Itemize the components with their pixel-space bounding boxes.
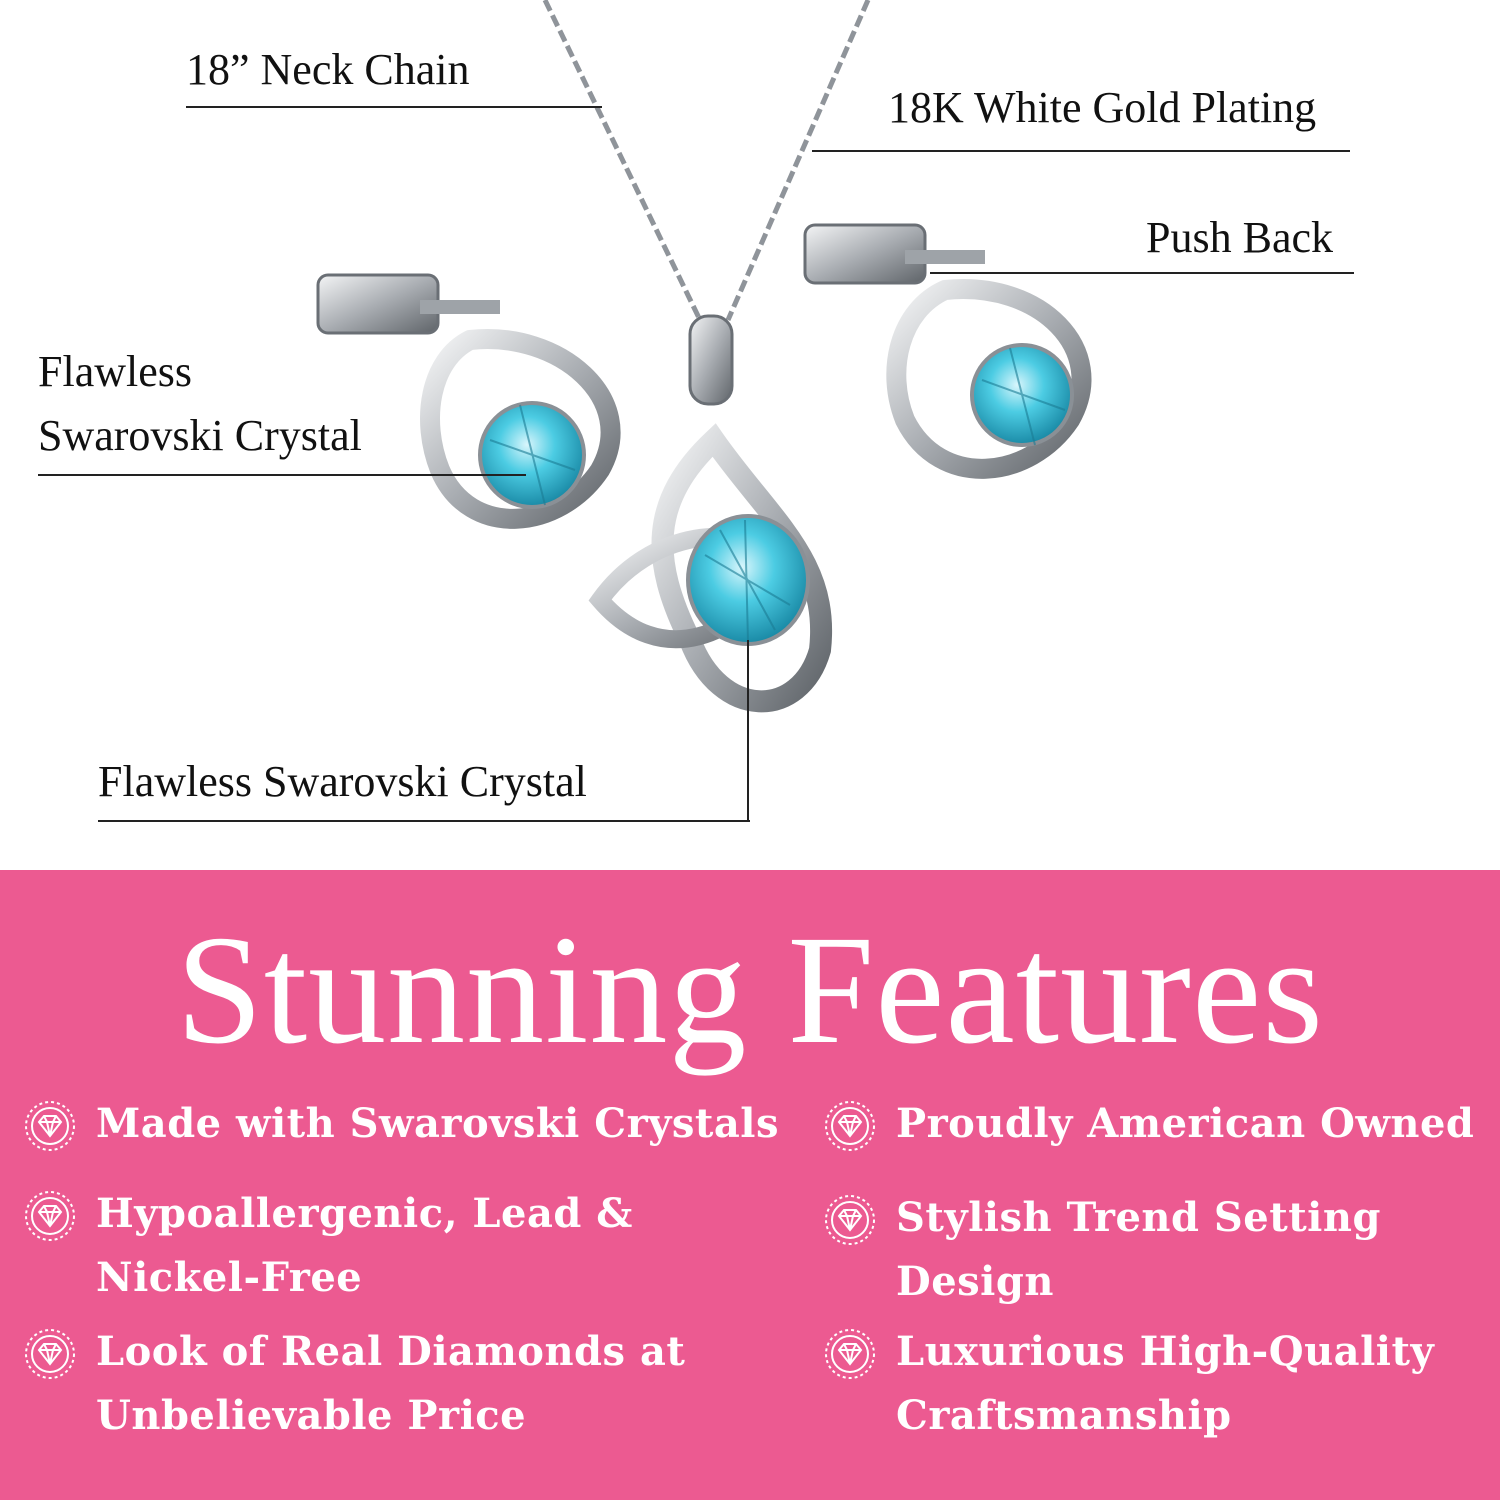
callout-pendant-crystal: Flawless Swarovski Crystal: [98, 757, 587, 806]
right-earring: [803, 223, 1092, 479]
callout-earring-crystal-line1: Flawless: [38, 347, 192, 396]
diamond-badge-icon: [25, 1191, 75, 1241]
features-title: Stunning Features: [176, 903, 1324, 1076]
leader-line: [812, 150, 1350, 152]
jewelry-set-image: [316, 0, 1092, 822]
diamond-badge-icon: [825, 1195, 875, 1245]
feature-line: Nickel-Free: [96, 1254, 363, 1301]
feature-line: Luxurious High-Quality: [896, 1328, 1435, 1375]
product-photo-area: 18” Neck Chain 18K White Gold Plating Pu…: [38, 0, 1354, 822]
feature-item: Look of Real Diamonds at Unbelievable Pr…: [25, 1320, 686, 1448]
left-earring: [316, 273, 621, 529]
diamond-badge-icon: [825, 1101, 875, 1151]
pendant: [588, 314, 833, 713]
callout-push-back: Push Back: [1146, 213, 1333, 262]
feature-item: Proudly American Owned: [825, 1092, 1475, 1156]
feature-line: Proudly American Owned: [896, 1100, 1475, 1147]
feature-item: Stylish Trend Setting Design: [825, 1186, 1381, 1314]
feature-item: Made with Swarovski Crystals: [25, 1092, 780, 1156]
feature-line: Design: [896, 1258, 1054, 1305]
feature-line: Unbelievable Price: [96, 1392, 527, 1439]
leader-line: [38, 474, 526, 476]
feature-line: Hypoallergenic, Lead &: [96, 1190, 633, 1237]
leader-line: [186, 106, 602, 108]
callout-plating: 18K White Gold Plating: [888, 83, 1317, 132]
feature-line: Made with Swarovski Crystals: [96, 1100, 780, 1147]
leader-line: [930, 272, 1354, 274]
diamond-badge-icon: [825, 1329, 875, 1379]
features-band: Stunning Features Made with Swarovski Cr…: [0, 870, 1500, 1500]
diamond-badge-icon: [25, 1329, 75, 1379]
feature-item: Hypoallergenic, Lead & Nickel-Free: [25, 1182, 633, 1310]
callout-neck-chain: 18” Neck Chain: [186, 45, 470, 94]
callout-earring-crystal-line2: Swarovski Crystal: [38, 411, 362, 460]
feature-item: Luxurious High-Quality Craftsmanship: [825, 1320, 1435, 1448]
diamond-badge-icon: [25, 1101, 75, 1151]
neck-chain: [542, 0, 871, 322]
leader-line: [98, 820, 750, 822]
feature-line: Stylish Trend Setting: [896, 1194, 1381, 1241]
feature-line: Look of Real Diamonds at: [96, 1328, 686, 1375]
feature-line: Craftsmanship: [896, 1392, 1232, 1439]
